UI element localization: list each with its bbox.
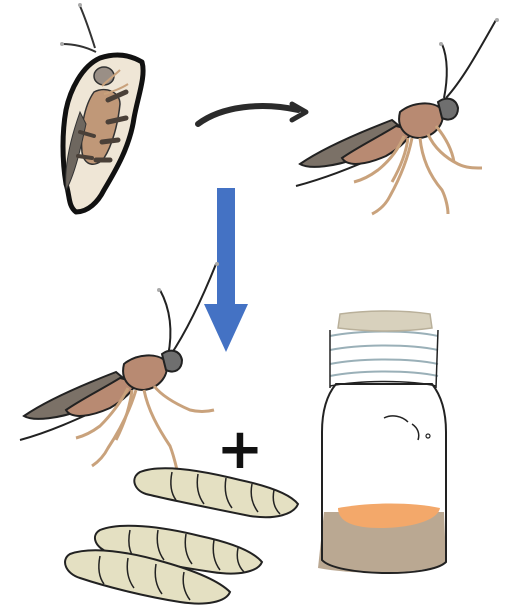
adult-fly-icon (20, 262, 219, 474)
larva-top (134, 468, 298, 517)
adult-fly-icon (296, 18, 499, 214)
down-arrow-icon (204, 188, 248, 352)
curved-arrow-icon (198, 104, 306, 124)
larvae-icon (65, 468, 298, 603)
fly-pupa-icon (60, 3, 143, 212)
plus-symbol: + (217, 417, 264, 482)
rearing-jar-icon (318, 311, 446, 573)
